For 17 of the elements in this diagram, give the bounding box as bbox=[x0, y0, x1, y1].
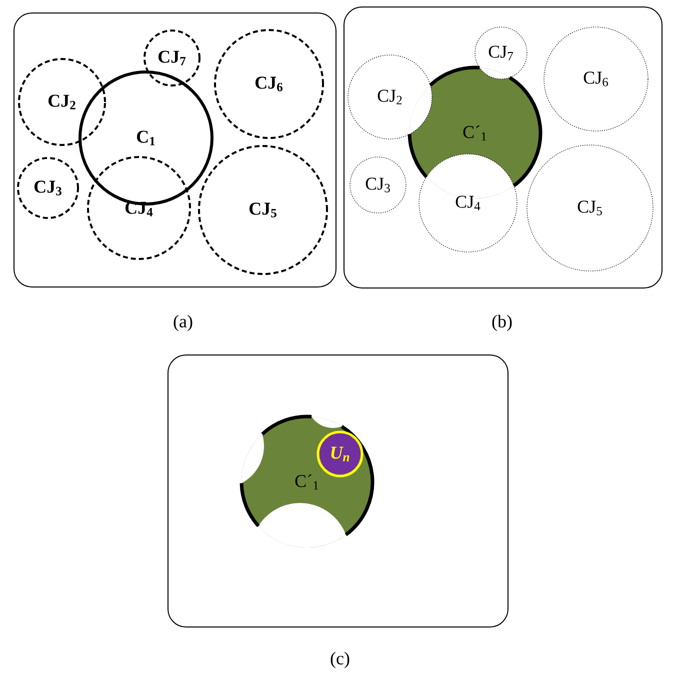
circle-region: CJ$_{5}$ bbox=[526, 144, 654, 272]
circle-region: CJ$_{6}$ bbox=[544, 26, 648, 132]
panel-label: (a) bbox=[174, 314, 192, 332]
panel-box bbox=[14, 12, 336, 288]
panel-box bbox=[168, 354, 508, 628]
circle-region: CJ$_{7}$ bbox=[144, 30, 200, 86]
circle-region: CJ$_{4}$ bbox=[418, 154, 518, 252]
circle-region: CJ$_{6}$ bbox=[214, 29, 324, 139]
circle-region: CJ$_{5}$ bbox=[198, 145, 328, 275]
circle-region: CJ$_{3}$ bbox=[17, 157, 79, 219]
panel-box bbox=[344, 6, 662, 288]
circle-region: CJ$_{2}$ bbox=[18, 58, 106, 146]
circle-region: CJ$_{3}$ bbox=[350, 156, 406, 214]
circle-region: CJ$_{7}$ bbox=[474, 26, 528, 80]
circle-region: CJ$_{2}$ bbox=[348, 54, 432, 140]
panel-label: (b) bbox=[492, 314, 512, 332]
panel-label: (c) bbox=[330, 652, 350, 668]
